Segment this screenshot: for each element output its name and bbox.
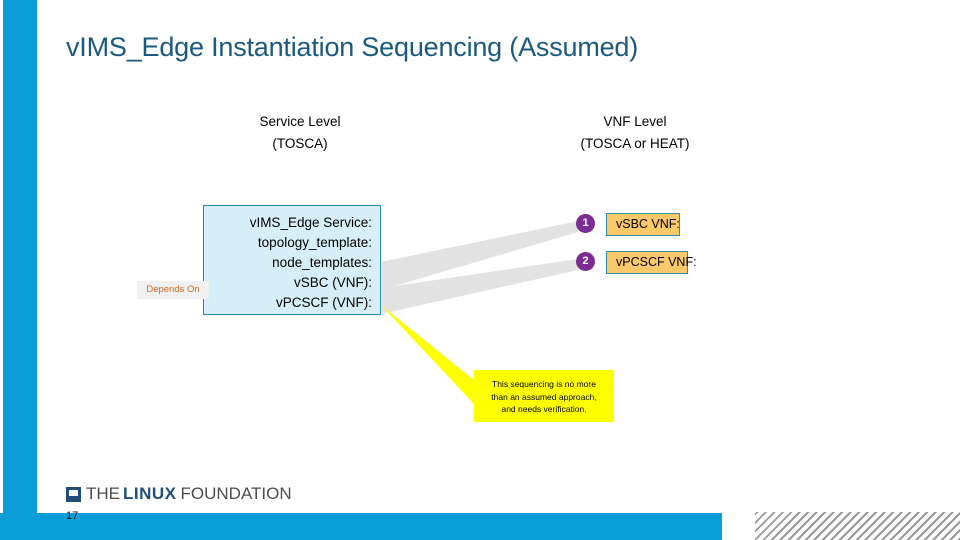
callout-line-2: than an assumed approach,	[491, 391, 597, 402]
logo-text-linux: LINUX	[123, 484, 177, 503]
linux-foundation-logo: THE LINUX FOUNDATION	[66, 484, 292, 504]
column-header-service-subtitle: (TOSCA)	[272, 136, 328, 151]
page-number: 17	[66, 510, 79, 522]
column-header-vnf-title: VNF Level	[603, 114, 667, 129]
callout-line-3: and needs verification.	[501, 404, 587, 414]
service-line-4: vPCSCF (VNF):	[276, 295, 372, 310]
column-header-vnf-subtitle: (TOSCA or HEAT)	[580, 136, 690, 151]
sequence-badge-2: 2	[576, 252, 595, 271]
assumption-callout: This sequencing is no more than an assum…	[474, 370, 614, 422]
service-box-lines: vIMS_Edge Service: topology_template: no…	[204, 213, 380, 313]
hatch-decoration	[755, 512, 960, 540]
service-line-2: node_templates:	[272, 255, 372, 270]
linux-foundation-mark-icon	[66, 486, 81, 502]
callout-tail	[381, 305, 474, 404]
bottom-accent-bar	[0, 513, 722, 540]
logo-text-the: THE	[86, 484, 120, 503]
column-header-vnf: VNF Level (TOSCA or HEAT)	[550, 111, 720, 155]
service-line-3: vSBC (VNF):	[293, 275, 372, 290]
column-header-service: Service Level (TOSCA)	[215, 111, 385, 155]
service-line-1: topology_template:	[257, 235, 372, 250]
service-box[interactable]: vIMS_Edge Service: topology_template: no…	[203, 205, 381, 315]
depends-on-label: Depends On	[137, 281, 209, 299]
service-line-0: vIMS_Edge Service:	[249, 215, 372, 230]
logo-text-foundation: FOUNDATION	[180, 484, 292, 503]
left-accent-bar	[3, 0, 37, 540]
vnf-box-vpcscf[interactable]: vPCSCF VNF:	[606, 251, 697, 274]
connector-wedge-2	[381, 259, 578, 314]
connector-wedge-1	[381, 221, 578, 290]
callout-line-1: This sequencing is no more	[492, 379, 596, 389]
page-title: vIMS_Edge Instantiation Sequencing (Assu…	[66, 32, 639, 62]
vnf-box-vsbc[interactable]: vSBC VNF:	[606, 213, 680, 236]
sequence-badge-1: 1	[576, 214, 595, 233]
column-header-service-title: Service Level	[259, 114, 341, 129]
